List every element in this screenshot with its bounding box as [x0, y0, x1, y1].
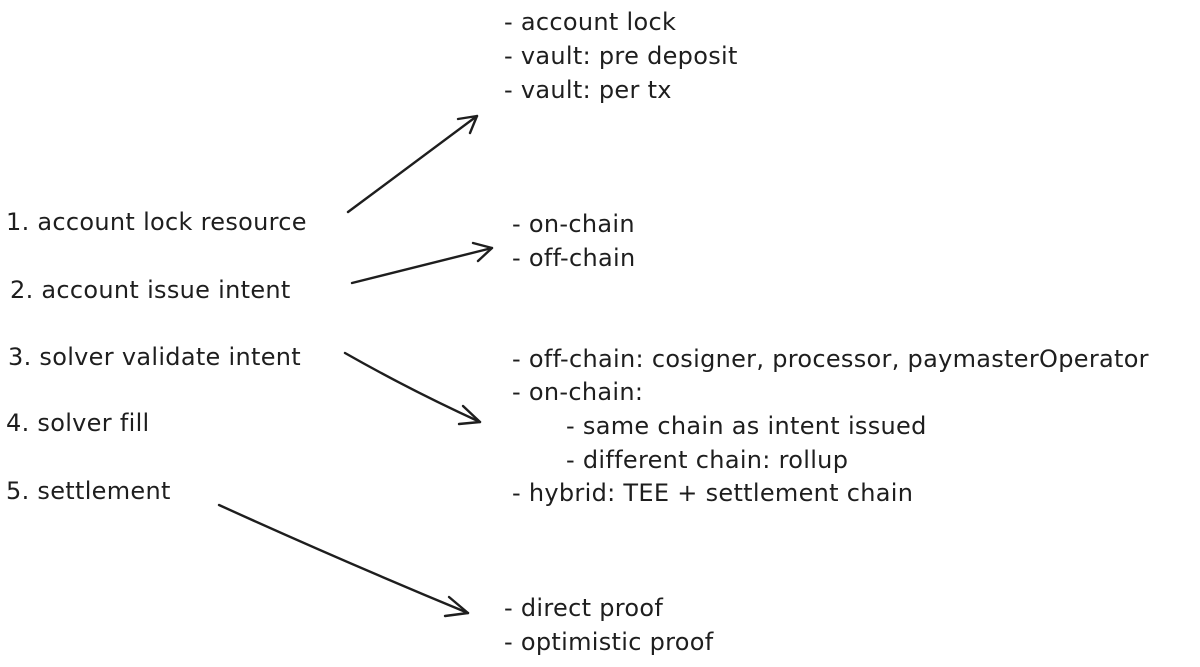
arrow-intent-head — [471, 241, 494, 263]
validation-hybrid: - hybrid: TEE + settlement chain — [512, 479, 914, 507]
lock-option-vault-pre-deposit: - vault: pre deposit — [504, 42, 738, 70]
intent-channel-off-chain: - off-chain — [512, 244, 636, 272]
step-settlement: 5. settlement — [6, 477, 171, 505]
step-solver-fill: 4. solver fill — [6, 409, 150, 437]
step-account-lock-resource: 1. account lock resource — [6, 208, 307, 236]
arrow-lock-shaft — [346, 114, 479, 214]
validation-on-chain: - on-chain: — [512, 378, 644, 406]
validation-on-chain-same-chain: - same chain as intent issued — [566, 412, 927, 440]
arrow-lock-head — [456, 114, 479, 135]
proof-direct: - direct proof — [504, 594, 664, 622]
arrow-settlement-to-proofs — [217, 503, 470, 618]
validation-off-chain: - off-chain: cosigner, processor, paymas… — [512, 345, 1149, 373]
arrow-intent-shaft — [350, 246, 494, 285]
arrow-validate-to-options — [343, 351, 482, 426]
arrow-settlement-head — [443, 595, 470, 618]
arrow-settlement-shaft — [217, 503, 470, 615]
step-solver-validate-intent: 3. solver validate intent — [8, 343, 302, 371]
lock-option-vault-per-tx: - vault: per tx — [504, 76, 672, 104]
lock-option-account-lock: - account lock — [504, 8, 677, 36]
arrow-validate-head — [457, 404, 482, 426]
intent-channel-on-chain: - on-chain — [512, 210, 635, 238]
arrow-validate-shaft — [343, 351, 482, 424]
proof-optimistic: - optimistic proof — [504, 628, 714, 656]
validation-on-chain-different-chain: - different chain: rollup — [566, 446, 849, 474]
step-account-issue-intent: 2. account issue intent — [10, 276, 291, 304]
arrow-intent-to-channels — [350, 241, 494, 285]
arrow-lock-to-options — [346, 114, 479, 214]
